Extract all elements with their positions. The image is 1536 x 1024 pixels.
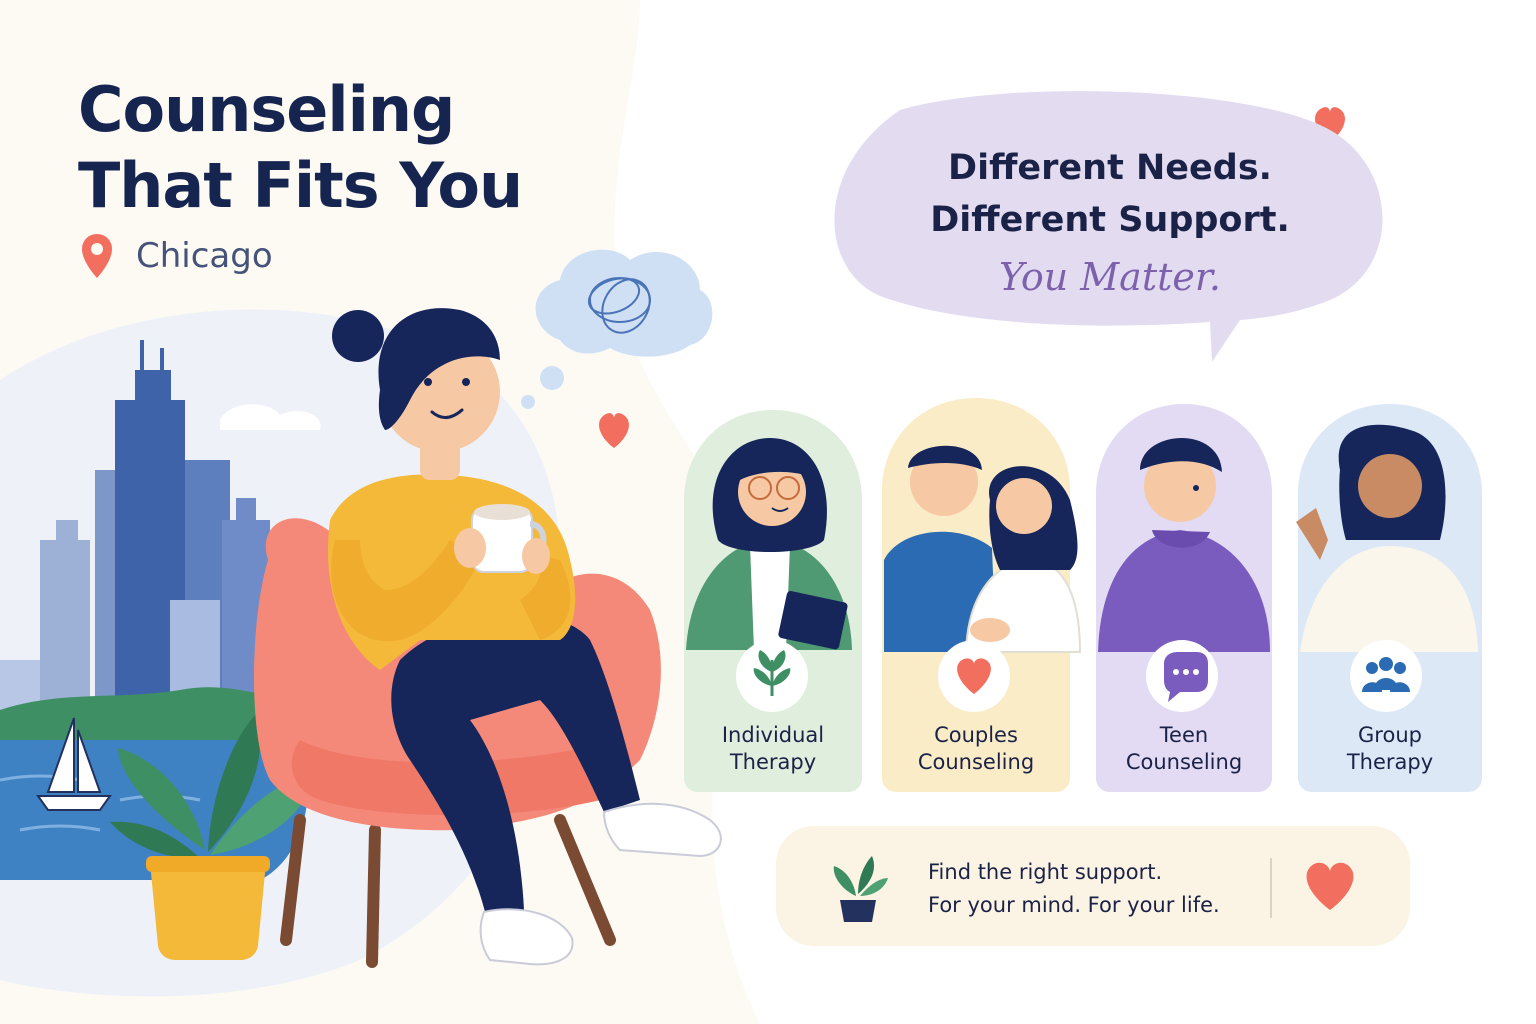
bubble-line-2: Different Support. bbox=[930, 200, 1290, 240]
footer-card-bg bbox=[776, 826, 1410, 946]
headline-line-2: That Fits You bbox=[78, 149, 523, 222]
leaf-sprig-icon bbox=[753, 650, 791, 696]
card-label-line-1: Group bbox=[1358, 723, 1422, 747]
chat-bubble-icon bbox=[1164, 652, 1208, 702]
sailboat bbox=[36, 717, 112, 811]
card-label-line-1: Couples bbox=[934, 723, 1018, 747]
card-label-line-1: Teen bbox=[1159, 723, 1209, 747]
card-label-teen-counseling: Teen Counseling bbox=[1096, 722, 1272, 776]
card-label-couples-counseling: Couples Counseling bbox=[882, 722, 1070, 776]
potted-plant bbox=[110, 712, 318, 960]
card-icon-badges bbox=[736, 640, 1422, 712]
card-label-line-2: Therapy bbox=[1346, 750, 1434, 774]
card-label-line-2: Therapy bbox=[729, 750, 817, 774]
map-pin-icon bbox=[82, 234, 112, 278]
card-label-line-1: Individual bbox=[721, 723, 825, 747]
speech-bubble bbox=[834, 91, 1383, 363]
footer-line-1: Find the right support. bbox=[928, 860, 1163, 884]
footer-line-2: For your mind. For your life. bbox=[928, 893, 1220, 917]
speech-bubble-text: Different Needs. Different Support. You … bbox=[880, 142, 1340, 308]
headline-line-1: Counseling bbox=[78, 73, 455, 146]
card-label-group-therapy: Group Therapy bbox=[1298, 722, 1482, 776]
woman-with-mug bbox=[328, 308, 722, 966]
footer-heart-icon bbox=[1306, 862, 1354, 910]
card-label-line-2: Counseling bbox=[917, 750, 1035, 774]
teen-figure bbox=[1098, 437, 1270, 652]
location: Chicago bbox=[80, 232, 273, 280]
floating-heart-icon bbox=[599, 413, 629, 448]
group-people-icon bbox=[1362, 657, 1410, 692]
location-label: Chicago bbox=[136, 236, 273, 276]
couple-figures bbox=[884, 445, 1082, 653]
therapist-figure bbox=[686, 438, 852, 650]
thought-cloud bbox=[521, 249, 713, 409]
card-label-individual-therapy: Individual Therapy bbox=[684, 722, 862, 776]
footer-text: Find the right support. For your mind. F… bbox=[928, 856, 1220, 922]
group-leader-figure bbox=[1296, 424, 1478, 652]
page-headline: Counseling That Fits You bbox=[78, 72, 523, 224]
bubble-line-1: Different Needs. bbox=[948, 148, 1272, 188]
potted-plant-icon bbox=[833, 856, 888, 922]
heart-icon bbox=[957, 658, 991, 694]
bubble-accent: You Matter. bbox=[999, 255, 1221, 299]
footer-divider bbox=[1270, 858, 1272, 918]
card-label-line-2: Counseling bbox=[1125, 750, 1243, 774]
